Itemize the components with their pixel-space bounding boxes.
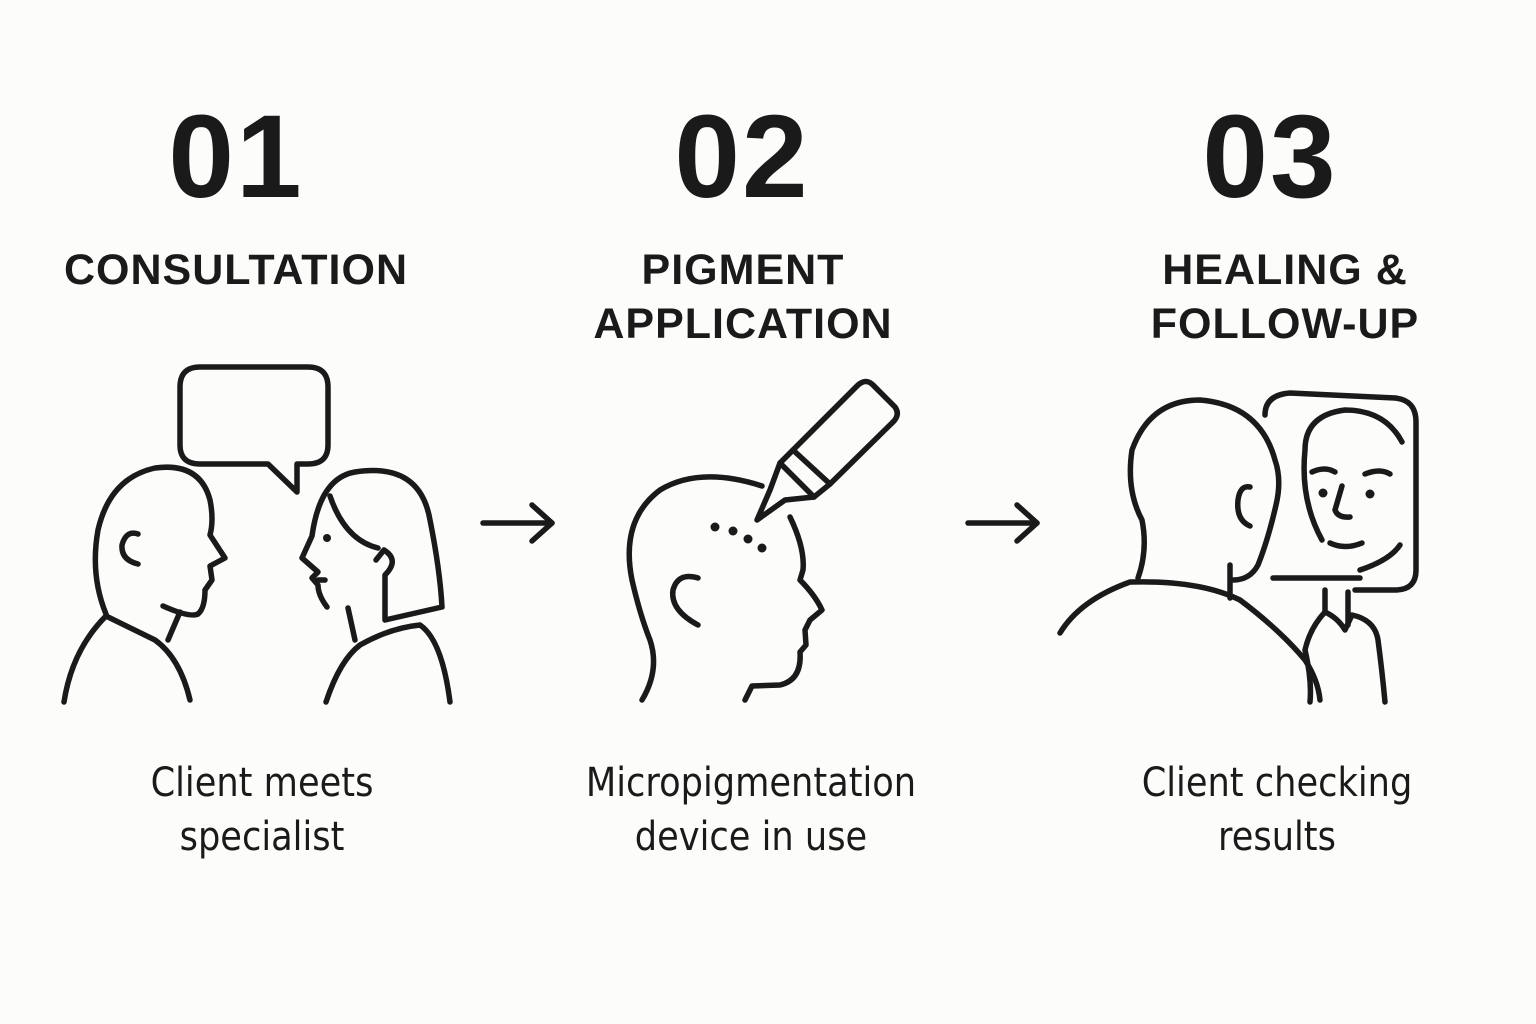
step-description-line: results bbox=[1218, 814, 1336, 860]
step-title-line: APPLICATION bbox=[593, 300, 893, 348]
step-title-line: FOLLOW-UP bbox=[1150, 300, 1420, 348]
step-description-line: device in use bbox=[634, 814, 868, 860]
speech-bubble-icon bbox=[177, 364, 331, 495]
man-ear bbox=[119, 530, 141, 567]
pigment-dot bbox=[757, 543, 767, 553]
step-number: 03 bbox=[1202, 91, 1338, 223]
reflection-eye bbox=[1365, 489, 1375, 499]
step-description-line: Micropigmentation bbox=[585, 760, 917, 806]
ear bbox=[669, 573, 701, 628]
person-head-outline bbox=[1127, 397, 1282, 583]
step-number: 01 bbox=[168, 91, 304, 223]
step-description-line: Client meets bbox=[150, 760, 374, 806]
person-shoulders bbox=[1057, 579, 1323, 703]
woman-neck bbox=[345, 605, 358, 643]
woman-hair-fringe bbox=[327, 493, 381, 551]
step-title-line: PIGMENT bbox=[641, 246, 845, 294]
man-head-outline bbox=[92, 464, 228, 618]
pigment-dot bbox=[710, 522, 720, 532]
right-arrow-icon bbox=[480, 502, 555, 544]
man-shoulders bbox=[61, 613, 193, 705]
step-title: PIGMENT APPLICATION bbox=[543, 243, 943, 351]
step-number: 02 bbox=[674, 91, 810, 223]
step-description: Micropigmentation device in use bbox=[575, 756, 927, 864]
reflection-smile bbox=[1327, 540, 1365, 550]
device-tip bbox=[754, 460, 817, 523]
step-title: HEALING & FOLLOW-UP bbox=[1085, 243, 1485, 351]
man-neck bbox=[165, 609, 183, 643]
mirror-frame bbox=[1262, 390, 1419, 593]
step-title-line: CONSULTATION bbox=[63, 246, 408, 294]
head-outline bbox=[626, 474, 765, 703]
reflection-eye bbox=[1318, 488, 1328, 498]
hand bbox=[1302, 609, 1388, 705]
reflection-brow-right bbox=[1362, 468, 1393, 477]
reflection-chin bbox=[1357, 542, 1403, 573]
pigment-dot bbox=[728, 526, 738, 536]
pigment-dot bbox=[743, 534, 753, 544]
step-description-line: Client checking bbox=[1141, 760, 1413, 806]
step-description-line: specialist bbox=[179, 814, 345, 860]
woman-head-outline bbox=[299, 467, 445, 623]
woman-eye bbox=[323, 534, 331, 542]
person-ear bbox=[1235, 484, 1253, 529]
step-description: Client meets specialist bbox=[86, 756, 438, 864]
right-arrow-icon bbox=[965, 502, 1040, 544]
face-profile bbox=[742, 514, 825, 703]
woman-shoulders bbox=[323, 622, 453, 705]
device-body bbox=[790, 378, 900, 487]
reflection-nose bbox=[1332, 483, 1353, 520]
device-nozzle bbox=[777, 447, 833, 500]
step-title-line: HEALING & bbox=[1162, 246, 1408, 294]
step-description: Client checking results bbox=[1101, 756, 1453, 864]
step-title: CONSULTATION bbox=[36, 243, 436, 297]
reflection-brow-left bbox=[1309, 466, 1338, 475]
reflection-face bbox=[1301, 407, 1405, 543]
